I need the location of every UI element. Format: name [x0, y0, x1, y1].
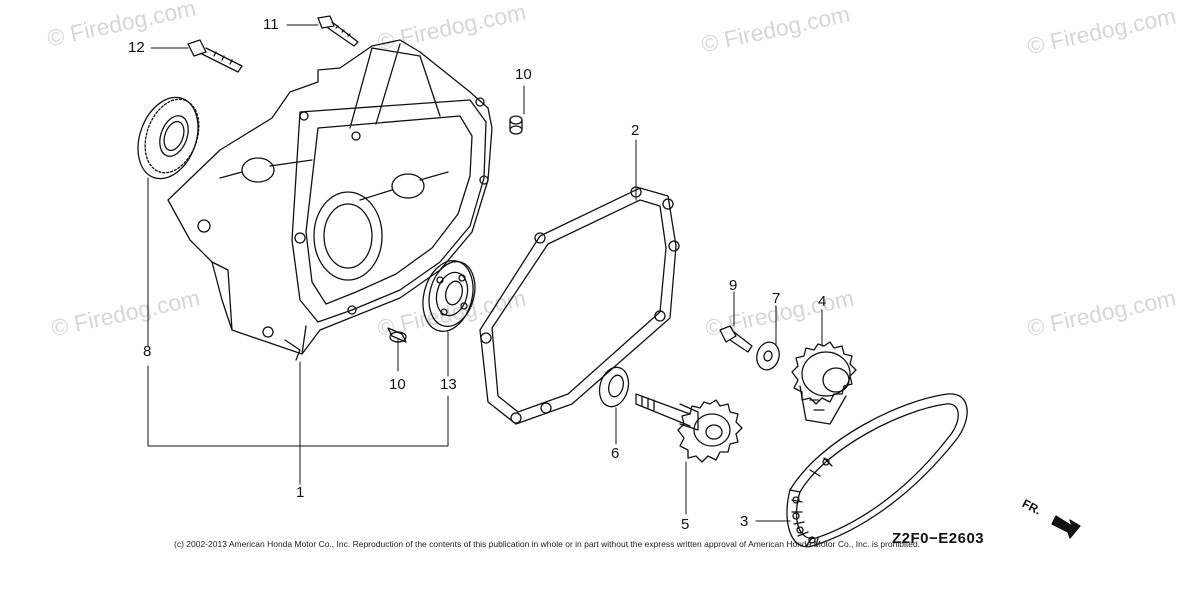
callout-12: 12: [128, 39, 145, 56]
oil-seal: [137, 96, 200, 180]
bolt-9: [719, 325, 753, 353]
callout-10-lower: 10: [389, 376, 406, 393]
callout-3: 3: [740, 513, 749, 530]
bolt-11: [317, 15, 359, 47]
dowel-pin-lower: [387, 327, 407, 343]
callout-13: 13: [440, 376, 457, 393]
callout-6: 6: [611, 445, 620, 462]
bolt-12: [187, 39, 243, 73]
callout-7: 7: [772, 290, 781, 307]
callout-8: 8: [143, 343, 152, 360]
callout-9: 9: [729, 277, 738, 294]
drive-chain: [786, 393, 968, 548]
callout-11: 11: [263, 16, 279, 33]
gasket: [479, 186, 680, 425]
copyright-notice: (c) 2002-2013 American Honda Motor Co., …: [174, 539, 921, 549]
callout-2: 2: [631, 122, 640, 139]
callout-1: 1: [296, 484, 305, 501]
callout-4: 4: [818, 293, 827, 310]
washer-7: [756, 341, 780, 371]
bearing: [422, 260, 476, 332]
callout-5: 5: [681, 516, 690, 533]
driven-sprocket: [791, 341, 857, 425]
case-housing: [167, 39, 493, 361]
leader-lines: [147, 24, 823, 522]
front-direction-arrow: [1051, 515, 1081, 539]
callout-10-upper: 10: [515, 66, 532, 83]
dowel-pin-upper: [509, 115, 523, 135]
diagram-code: Z2F0−E2603: [892, 530, 985, 547]
thrust-washer: [598, 366, 630, 408]
drive-shaft-sprocket: [635, 393, 743, 463]
